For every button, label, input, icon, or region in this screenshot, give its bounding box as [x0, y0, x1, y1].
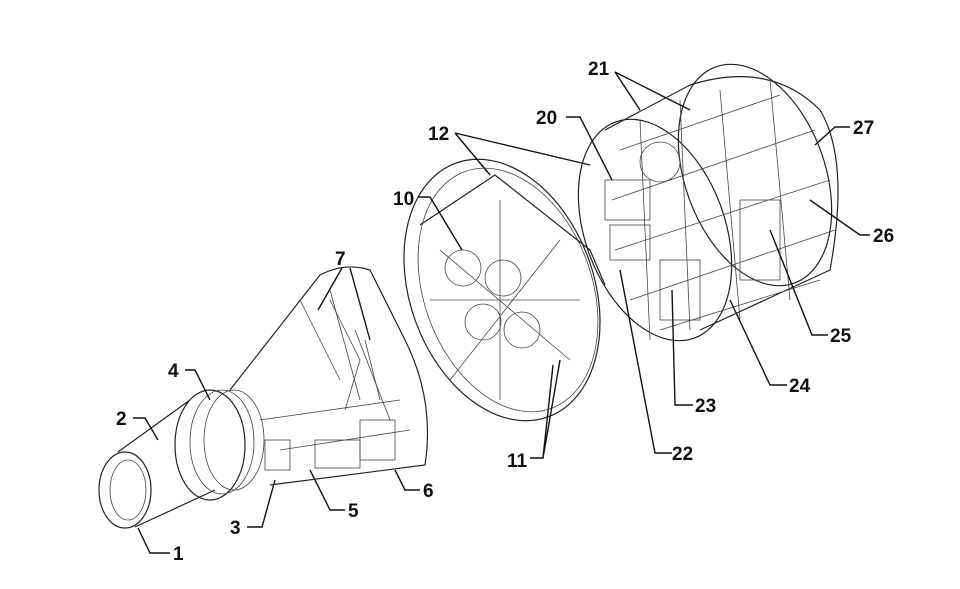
callout-6: 6: [423, 481, 434, 502]
callout-12: 12: [428, 124, 449, 145]
callout-24: 24: [789, 376, 811, 397]
leader-lines: [133, 71, 870, 554]
retrograde-section: [403, 158, 606, 422]
reentry-module: [98, 266, 429, 529]
callout-10: 10: [393, 189, 414, 210]
callout-4: 4: [168, 361, 179, 382]
callout-1: 1: [173, 544, 184, 565]
callout-5: 5: [348, 501, 359, 522]
callout-3: 3: [230, 518, 241, 539]
callout-20: 20: [536, 108, 557, 129]
callout-labels: 1 2 3 4 5 6 7 10 11 12 20 21 22 23 24 25…: [116, 59, 894, 565]
callout-26: 26: [873, 226, 894, 247]
callout-21: 21: [588, 59, 610, 80]
callout-11: 11: [507, 451, 528, 472]
callout-25: 25: [830, 326, 852, 347]
callout-22: 22: [672, 444, 693, 465]
callout-2: 2: [116, 409, 127, 430]
adapter-section: [577, 63, 839, 342]
callout-7: 7: [335, 249, 346, 270]
callout-27: 27: [853, 118, 874, 139]
callout-23: 23: [695, 396, 716, 417]
